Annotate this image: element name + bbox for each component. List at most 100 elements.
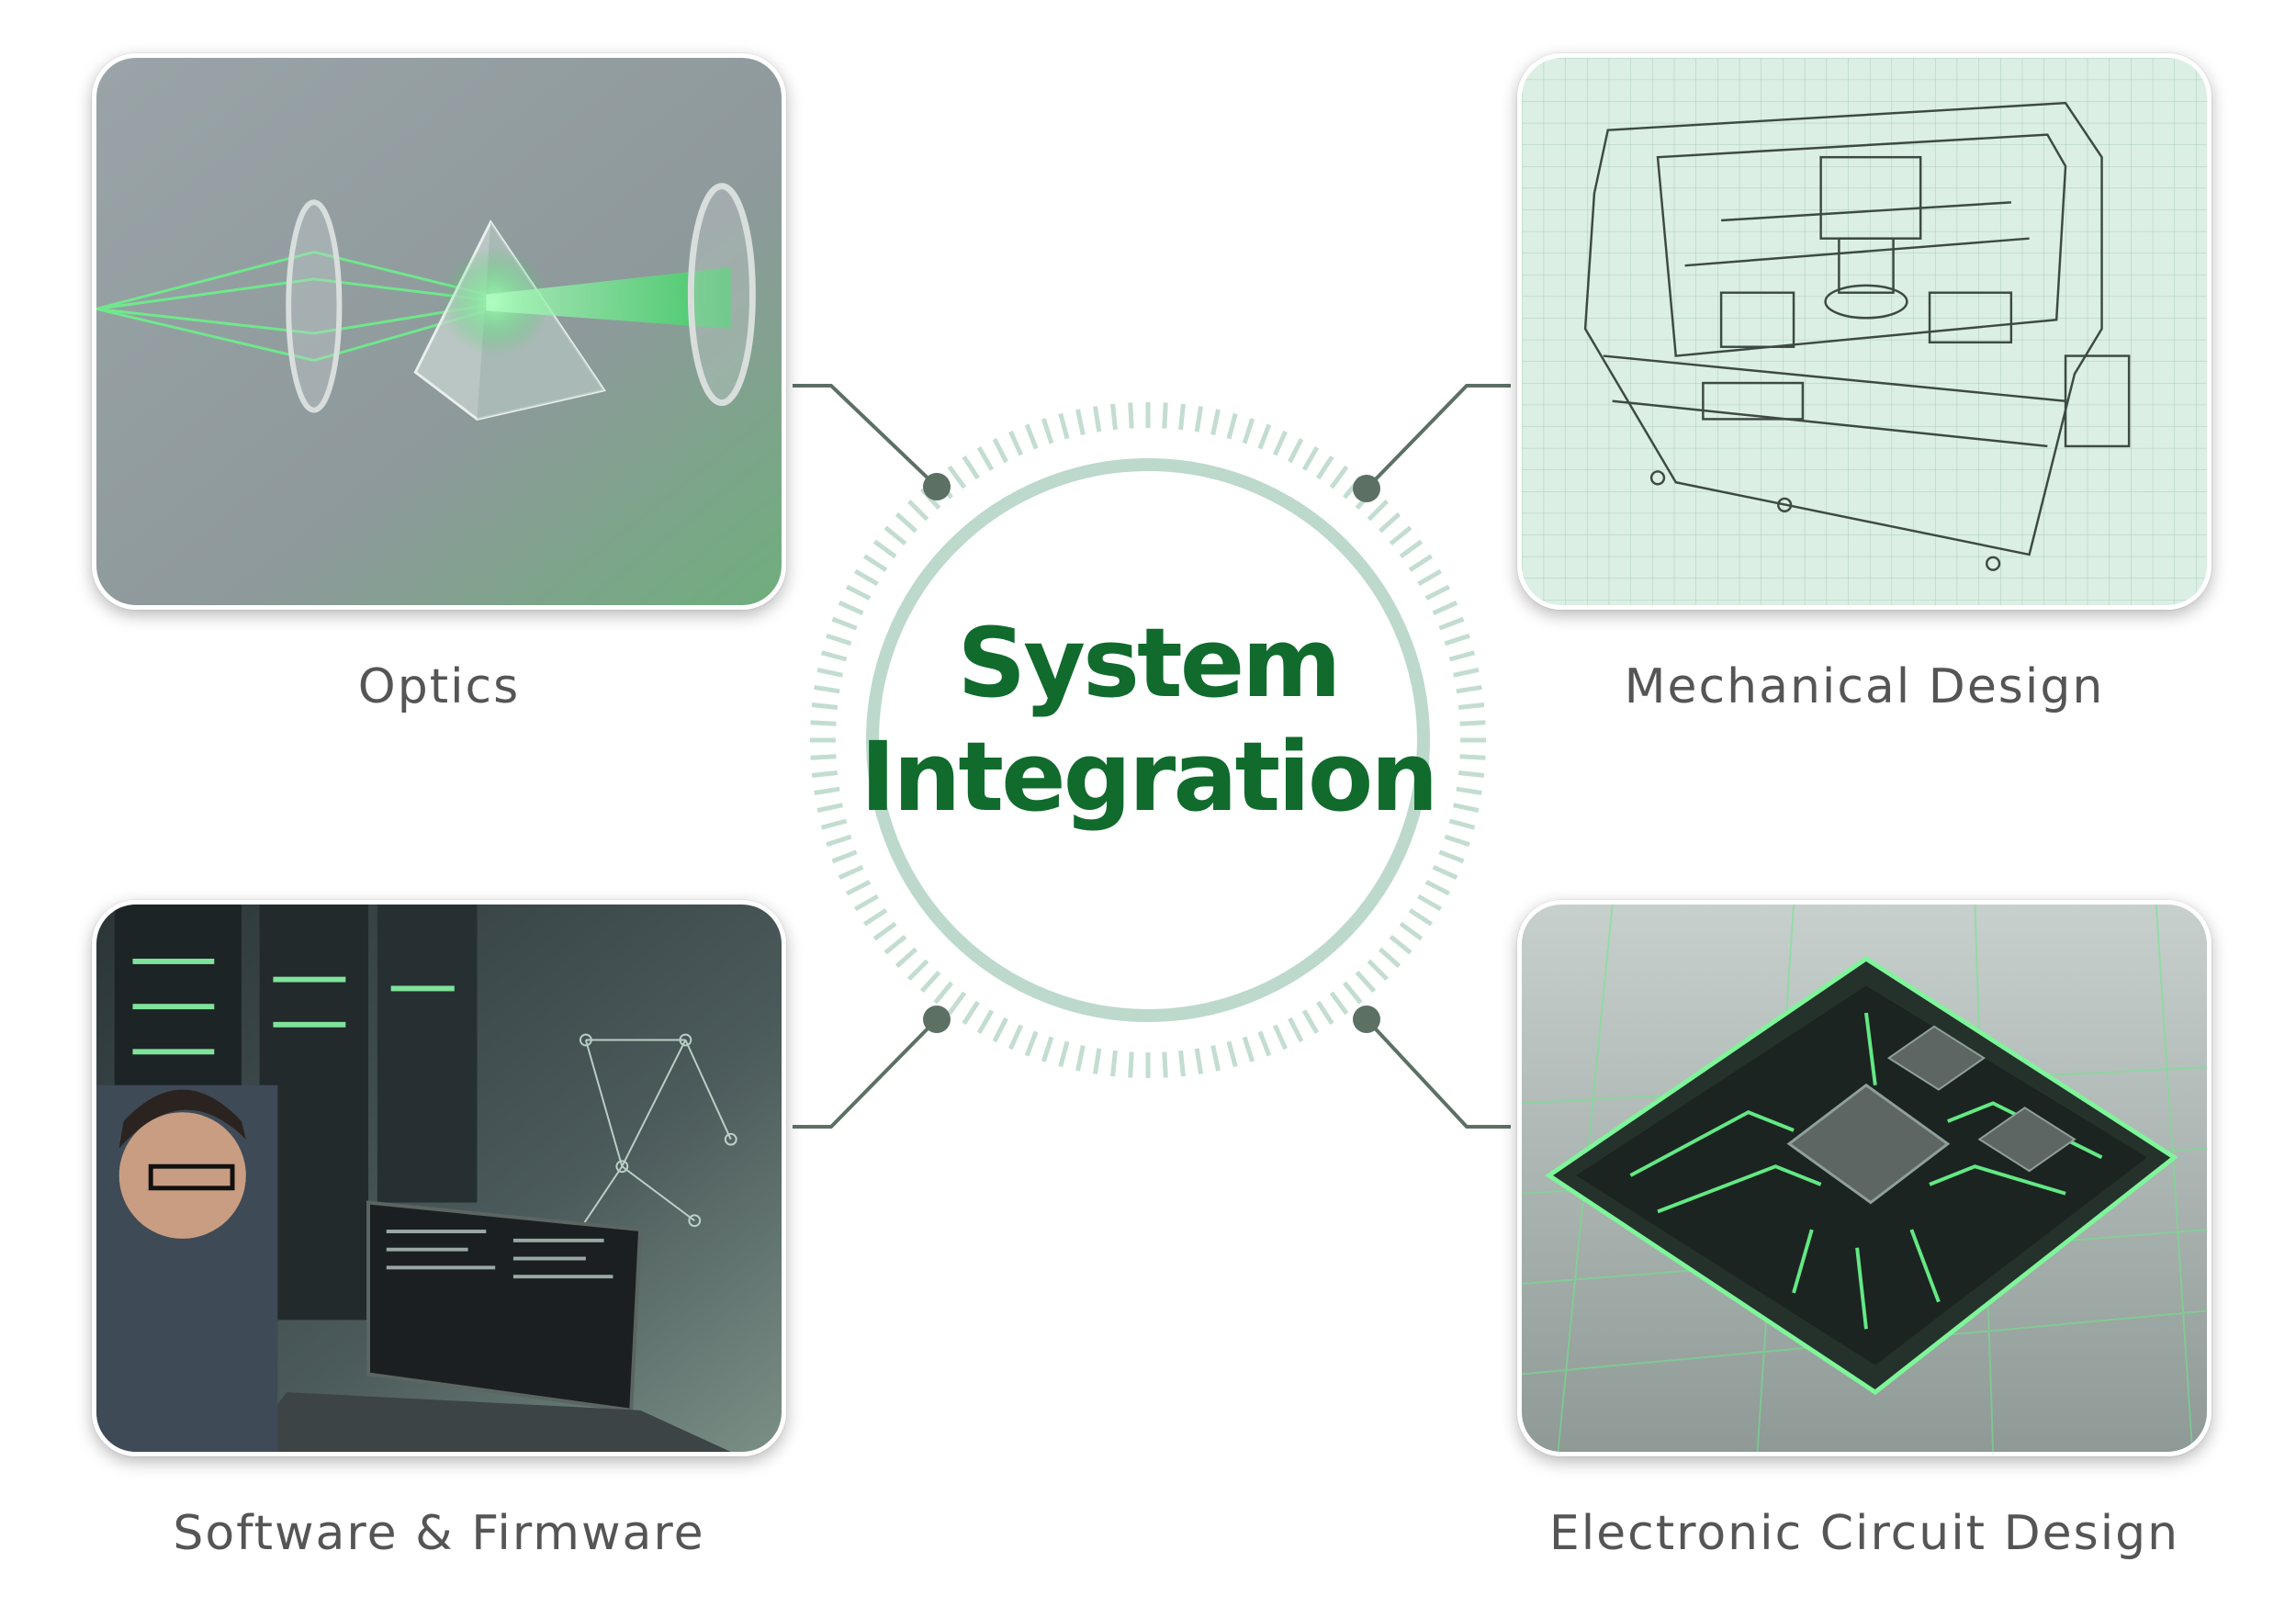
ring-tick xyxy=(826,834,852,848)
ring-tick xyxy=(1417,568,1442,587)
ring-tick xyxy=(1092,406,1102,433)
ring-tick xyxy=(976,1009,995,1034)
ring-tick xyxy=(1408,908,1433,927)
ring-tick xyxy=(838,865,864,880)
ring-tick xyxy=(872,539,897,559)
ring-tick xyxy=(816,803,843,813)
ring-tick xyxy=(907,959,929,981)
ring-tick xyxy=(1178,403,1186,431)
connector-dot-circuit xyxy=(1353,1006,1380,1033)
electronic-circuit-label: Electronic Circuit Design xyxy=(1548,1506,2180,1561)
ring-tick xyxy=(816,668,843,678)
ring-tick xyxy=(895,947,918,969)
connector-dot-software xyxy=(923,1006,951,1033)
ring-tick xyxy=(1301,1009,1320,1034)
ring-tick xyxy=(1178,1050,1186,1077)
ring-tick xyxy=(1448,818,1476,830)
ring-tick xyxy=(962,1000,980,1025)
ring-tick xyxy=(831,849,858,864)
hub-title-line1: System xyxy=(957,607,1341,719)
ring-tick xyxy=(1008,1024,1023,1051)
software-firmware-image xyxy=(92,900,786,1456)
ring-tick xyxy=(811,702,838,710)
connector-circuit xyxy=(1365,1017,1511,1129)
ring-tick xyxy=(1075,1045,1086,1072)
ring-tick xyxy=(1389,935,1412,955)
ring-tick xyxy=(1257,423,1272,450)
ring-tick xyxy=(1444,834,1470,848)
electronic-circuit-image xyxy=(1517,900,2212,1456)
ring-tick xyxy=(1024,423,1039,450)
ring-tick xyxy=(1399,921,1424,941)
ring-tick xyxy=(947,465,967,489)
ring-tick xyxy=(1288,437,1304,464)
ring-tick xyxy=(1378,511,1401,534)
ring-tick xyxy=(1092,1048,1102,1074)
ring-tick xyxy=(976,446,995,471)
ring-tick xyxy=(907,500,929,522)
ring-tick xyxy=(810,754,837,760)
connector-software xyxy=(793,1017,939,1129)
ring-tick xyxy=(1343,981,1363,1005)
ring-tick xyxy=(1301,446,1320,471)
ring-tick xyxy=(1355,970,1377,994)
ring-tick xyxy=(1453,668,1480,678)
hub-circle xyxy=(866,458,1430,1022)
ring-tick xyxy=(814,786,840,796)
ring-tick xyxy=(820,818,848,830)
ring-tick xyxy=(1329,991,1349,1016)
ring-tick xyxy=(947,991,967,1016)
ring-tick xyxy=(1448,650,1476,662)
ring-tick xyxy=(1226,1040,1238,1068)
ring-tick xyxy=(845,584,872,601)
ring-tick xyxy=(1424,880,1451,896)
ring-tick xyxy=(1024,1030,1039,1057)
ring-tick xyxy=(1456,684,1482,694)
ring-tick xyxy=(1424,584,1451,601)
ring-tick xyxy=(863,908,888,927)
ring-tick xyxy=(820,650,848,662)
ring-tick xyxy=(814,684,840,694)
ring-tick xyxy=(1058,412,1070,440)
connector-dot-optics xyxy=(923,473,951,500)
ring-tick xyxy=(1459,754,1486,760)
ring-tick xyxy=(1316,1000,1334,1025)
connector-dot-mech xyxy=(1353,475,1380,502)
ring-tick xyxy=(1242,418,1255,444)
ring-tick xyxy=(992,437,1008,464)
ring-tick xyxy=(811,770,838,778)
ring-tick xyxy=(1378,947,1401,969)
ring-tick xyxy=(1444,633,1470,646)
ring-tick xyxy=(831,616,858,631)
ring-tick xyxy=(919,970,941,994)
ring-tick xyxy=(1257,1030,1272,1057)
ring-tick xyxy=(1041,1036,1054,1062)
ring-tick xyxy=(1110,403,1118,431)
ring-tick xyxy=(1041,418,1054,444)
ring-tick xyxy=(826,633,852,646)
hub-title-line2: Integration xyxy=(860,721,1439,833)
ring-tick xyxy=(1316,455,1334,480)
ring-tick xyxy=(895,511,918,534)
ring-tick xyxy=(1273,430,1288,456)
ring-tick xyxy=(1408,554,1433,572)
ring-tick xyxy=(962,455,980,480)
ring-tick xyxy=(1459,720,1486,726)
ring-tick xyxy=(1226,412,1238,440)
ring-tick xyxy=(1432,601,1458,615)
connector-optics xyxy=(793,384,939,489)
ring-tick xyxy=(1458,702,1485,710)
ring-tick xyxy=(1399,539,1424,559)
optics-label: Optics xyxy=(357,659,521,714)
ring-tick xyxy=(1058,1040,1070,1068)
ring-tick xyxy=(884,935,907,955)
ring-tick xyxy=(1453,803,1480,813)
ring-tick xyxy=(810,720,837,726)
ring-tick xyxy=(1389,525,1412,545)
optics-image xyxy=(92,53,786,610)
ring-tick xyxy=(1367,959,1389,981)
ring-tick xyxy=(1329,465,1349,489)
software-firmware-label: Software & Firmware xyxy=(173,1506,705,1561)
ring-tick xyxy=(1110,1050,1118,1077)
